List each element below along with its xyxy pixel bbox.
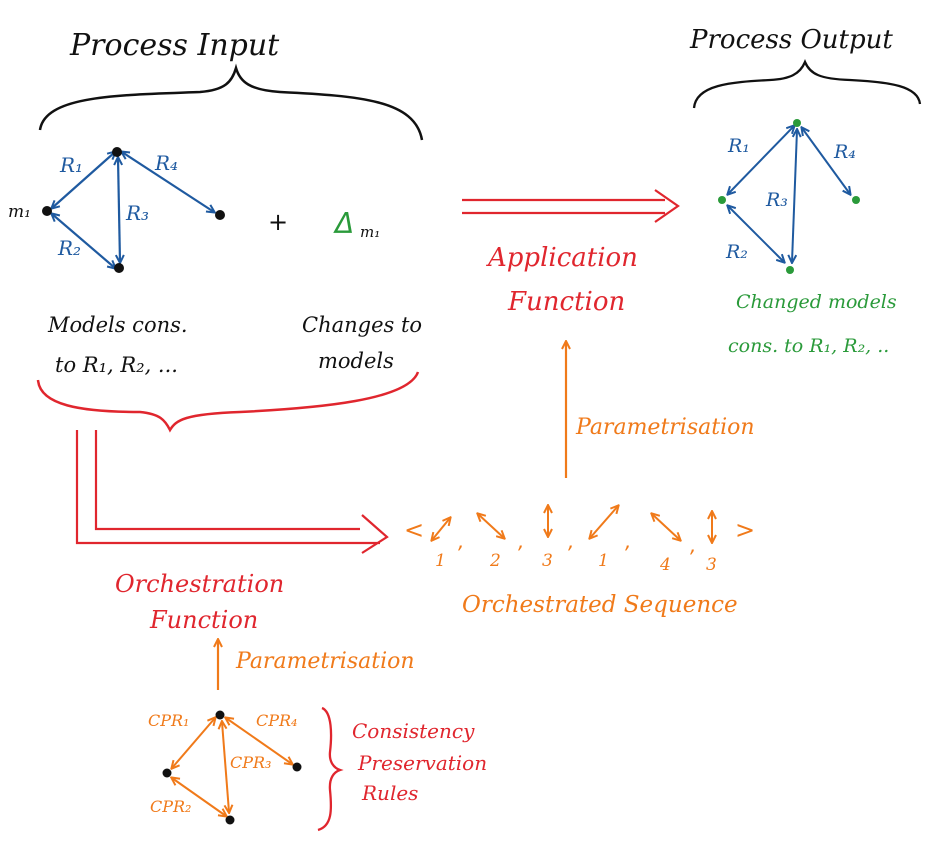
cpr-node-bottom [225, 815, 235, 825]
seq-comma-1: , [458, 529, 464, 553]
output-caption-2: cons. to R₁, R₂, .. [728, 335, 889, 357]
input-title: Process Input [69, 28, 280, 63]
input-top-brace [38, 63, 424, 141]
delta-subscript: m₁ [360, 223, 380, 241]
cpr-edge-4 [226, 718, 292, 764]
cpr-rule-4: CPR₄ [256, 711, 297, 730]
seq-index-3: 3 [542, 551, 553, 571]
input-edge-r3 [118, 158, 120, 262]
output-node-top [793, 119, 801, 127]
application-param-label: Parametrisation [575, 415, 755, 440]
seq-index-6: 3 [706, 555, 717, 575]
cpr-node-top [215, 710, 225, 720]
input-edge-r1 [52, 152, 115, 208]
seq-index-5: 4 [659, 555, 671, 575]
cpr-caption-1: Consistency [352, 719, 475, 743]
cpr-rule-1: CPR₁ [148, 711, 189, 730]
sequence-caption: Orchestrated Sequence [462, 592, 738, 618]
output-caption-1: Changed models [736, 291, 897, 313]
output-title: Process Output [689, 25, 893, 55]
seq-index-4: 1 [598, 551, 609, 571]
output-r1-label: R₁ [727, 135, 750, 157]
cpr-caption-3: Rules [361, 781, 418, 805]
seq-arrow-5 [652, 514, 680, 540]
seq-arrow-4 [590, 506, 618, 538]
output-node-right [852, 196, 860, 204]
seq-comma-3: , [568, 529, 574, 553]
seq-arrow-1 [432, 518, 450, 540]
seq-index-2: 2 [489, 551, 501, 571]
input-node-right [215, 210, 225, 220]
output-edge-r3 [792, 130, 797, 262]
input-r1-label: R₁ [59, 153, 83, 177]
output-r3-label: R₃ [765, 189, 788, 211]
cpr-graph: CPR₁ CPR₂ CPR₃ CPR₄ [148, 710, 302, 825]
orchestration-label-2: Function [149, 606, 258, 634]
seq-comma-5: , [690, 533, 696, 557]
cpr-node-right [292, 762, 302, 772]
application-label-1: Application [486, 243, 638, 273]
seq-comma-2: , [518, 529, 524, 553]
orchestration-label-1: Orchestration [115, 570, 284, 598]
cpr-edge-2 [172, 778, 226, 816]
output-top-brace [692, 59, 922, 109]
input-edge-r2 [52, 214, 115, 268]
output-edge-r1 [728, 126, 794, 194]
output-model-graph: R₁ R₂ R₃ R₄ [718, 119, 860, 274]
input-model-label: m₁ [8, 202, 31, 222]
sequence-close: > [735, 516, 755, 544]
input-r4-label: R₄ [154, 151, 178, 175]
cpr-edge-3 [222, 722, 229, 812]
output-edge-r2 [728, 206, 784, 262]
cpr-node-left [162, 768, 172, 778]
input-model-graph: R₁ R₂ R₃ R₄ m₁ [8, 147, 225, 273]
orchestration-double-arrow [75, 430, 389, 554]
delta-symbol: Δ [333, 207, 354, 240]
seq-comma-4: , [625, 529, 631, 553]
input-node-top [112, 147, 122, 157]
input-node-bottom [114, 263, 124, 273]
plus-sign: + [268, 208, 288, 236]
cpr-edge-1 [172, 718, 215, 768]
sequence-open: < [404, 516, 424, 544]
output-r2-label: R₂ [725, 241, 748, 263]
seq-index-1: 1 [435, 551, 446, 571]
application-label-2: Function [507, 287, 625, 317]
output-r4-label: R₄ [833, 141, 856, 163]
cpr-caption-2: Preservation [357, 751, 487, 775]
output-node-left [718, 196, 726, 204]
cpr-brace [317, 706, 344, 832]
seq-arrow-2 [478, 514, 504, 538]
input-bottom-brace [36, 371, 420, 433]
application-double-arrow [462, 189, 680, 223]
input-edge-r4 [122, 152, 214, 212]
orchestration-param-label: Parametrisation [235, 649, 415, 674]
cpr-rule-2: CPR₂ [150, 797, 191, 816]
orchestrated-sequence: < > 1 , 2 , 3 , 1 , 4 , 3 Orchestrated S… [404, 506, 755, 618]
cpr-rule-3: CPR₃ [230, 753, 271, 772]
output-edge-r4 [802, 128, 850, 194]
input-r2-label: R₂ [57, 236, 81, 260]
input-r3-label: R₃ [125, 201, 149, 225]
input-node-left [42, 206, 52, 216]
changes-caption-2: models [318, 349, 394, 373]
models-caption-1: Models cons. [47, 313, 188, 337]
output-node-bottom [786, 266, 794, 274]
models-caption-2: to R₁, R₂, ... [55, 353, 178, 377]
changes-caption-1: Changes to [302, 313, 422, 337]
